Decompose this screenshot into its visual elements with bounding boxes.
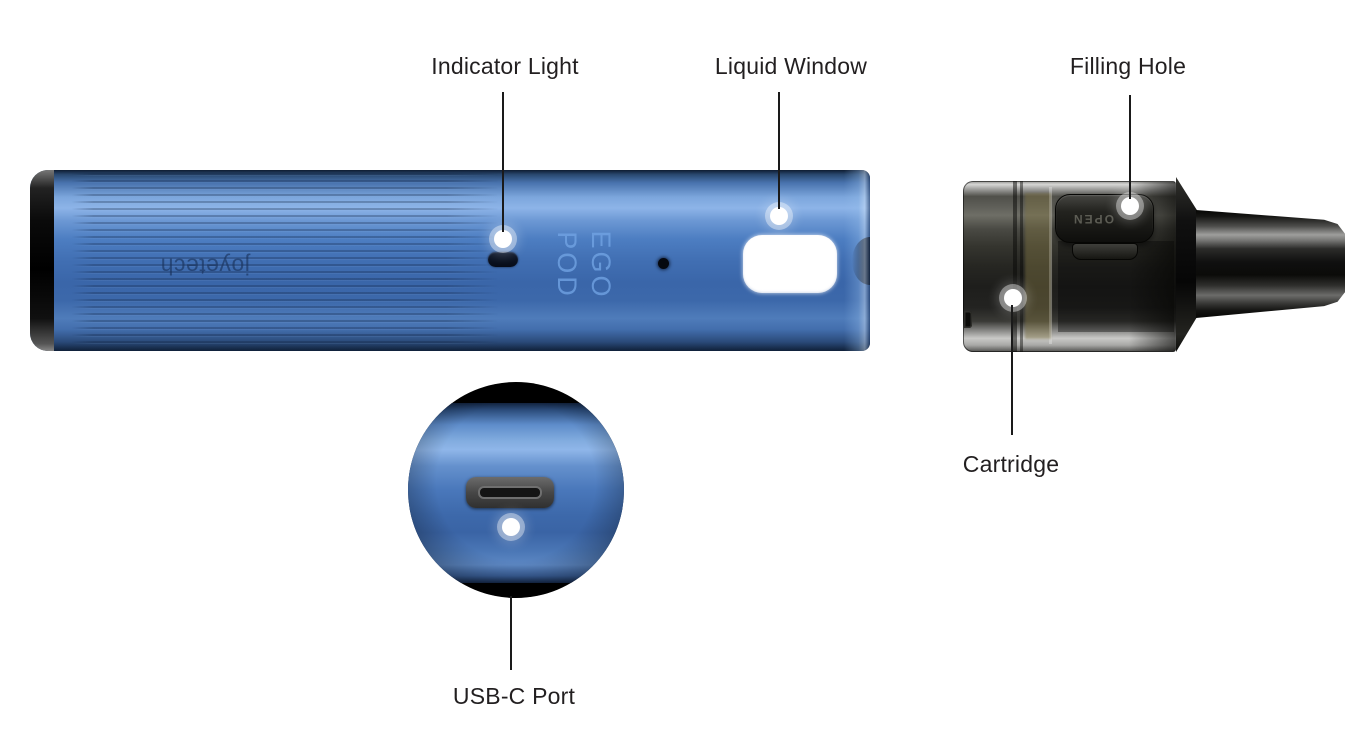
liquid-window-cutout (743, 235, 837, 293)
device-body: joyetech EGO POD (30, 170, 870, 351)
cartridge-liquid-band (1025, 193, 1051, 339)
filling-hole-flap-tab (1072, 243, 1138, 260)
label-cartridge: Cartridge (962, 451, 1060, 477)
indicator-led (488, 252, 518, 267)
mouthpiece-base (1176, 177, 1197, 352)
usb-c-port-callout-line (510, 596, 512, 670)
brand-logo-text: joyetech (160, 253, 250, 280)
label-indicator-light: Indicator Light (431, 53, 579, 79)
cartridge-callout-line (1011, 305, 1013, 435)
device-end-cap (30, 170, 54, 351)
label-filling-hole: Filling Hole (1069, 53, 1187, 79)
label-usb-c-port: USB-C Port (452, 683, 576, 709)
filling-hole-callout-line (1129, 95, 1131, 199)
cartridge-rib-stripe (1020, 181, 1023, 352)
filling-hole-marker (1121, 197, 1139, 215)
usb-detail-vignette (408, 382, 624, 598)
model-text-line2: POD (552, 231, 582, 299)
model-text: EGO POD (550, 230, 618, 299)
usb-detail-inset (408, 382, 624, 598)
label-liquid-window: Liquid Window (714, 53, 868, 79)
liquid-window-callout-line (778, 92, 780, 209)
indicator-light-callout-line (502, 92, 504, 232)
usb-c-port-marker (502, 518, 520, 536)
cartridge-highlight-stripe (1049, 187, 1052, 345)
cartridge-rib-stripe (1013, 181, 1017, 352)
cartridge-body (963, 181, 1176, 352)
indicator-light-marker (494, 230, 512, 248)
airflow-pinhole (658, 258, 669, 269)
filling-hole-flap: OPEN (1055, 194, 1154, 243)
flap-open-text: OPEN (1071, 211, 1114, 226)
liquid-window-marker (770, 207, 788, 225)
model-text-line1: EGO (586, 230, 616, 300)
cartridge-marker (1004, 289, 1022, 307)
right-edge-bevel (844, 170, 870, 351)
mouthpiece (1196, 210, 1345, 318)
device-rib-texture (72, 173, 498, 348)
cartridge-left-notch (964, 311, 972, 328)
